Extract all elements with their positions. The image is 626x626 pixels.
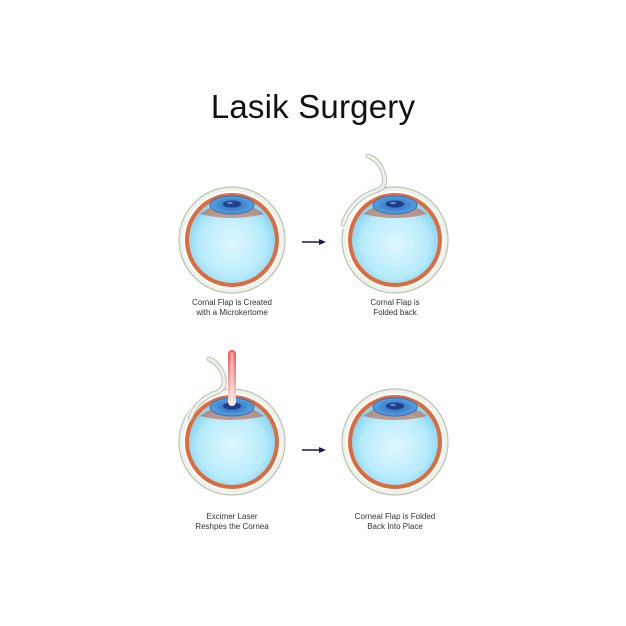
caption-step-3-line2: Reshpes the Cornea [195,522,269,531]
caption-step-3-line1: Excimer Laser [206,512,258,521]
caption-step-4-line1: Corneal Flap is Folded [354,512,436,521]
caption-step-2: Cornal Flap is Folded back [295,298,495,318]
corneal-flap-folded-2 [340,153,388,227]
caption-step-4: Corneal Flap is Folded Back Into Place [295,512,495,532]
caption-step-1-line2: with a Microkertome [196,308,268,317]
caption-step-3: Excimer Laser Reshpes the Cornea [132,512,332,532]
corneal-flap-folded-3 [187,356,227,421]
caption-step-1-line1: Cornal Flap is Created [191,298,273,307]
page-title: Lasik Surgery [210,88,416,125]
caption-step-2-line1: Cornal Flap is [370,298,420,307]
eye-step-1 [178,186,286,294]
excimer-laser-beam [228,350,236,406]
caption-step-4-line2: Back Into Place [367,522,423,531]
caption-step-2-line2: Folded back [373,308,417,317]
eye-step-4 [341,388,449,496]
caption-step-1: Cornal Flap is Created with a Microkerto… [132,298,332,318]
eye-step-3 [178,388,286,496]
arrow-step-3-to-4 [302,447,326,453]
arrow-step-1-to-2 [302,239,326,245]
